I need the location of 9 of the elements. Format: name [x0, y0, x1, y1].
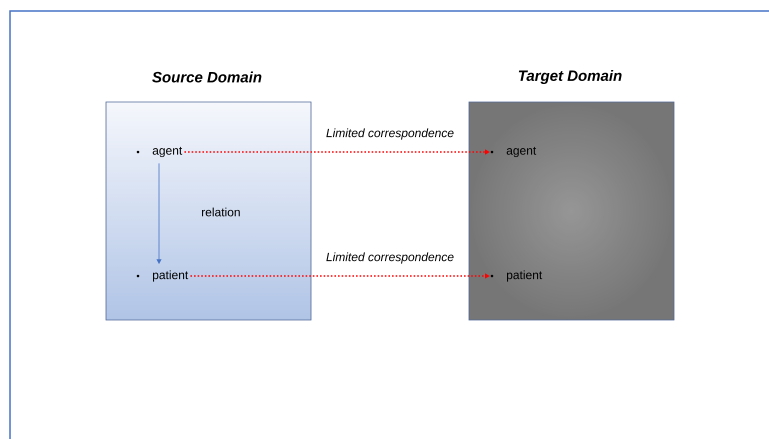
edge-label: Limited correspondence [326, 252, 454, 264]
item-label: agent [506, 146, 536, 158]
item-label: patient [506, 270, 542, 282]
item-label: agent [152, 146, 182, 158]
item-label: patient [152, 270, 188, 282]
edge-label: relation [202, 208, 240, 216]
domain-heading: Target Domain [518, 70, 622, 84]
edge-label: Limited correspondence [326, 128, 454, 140]
domain-heading: Source Domain [152, 71, 262, 82]
